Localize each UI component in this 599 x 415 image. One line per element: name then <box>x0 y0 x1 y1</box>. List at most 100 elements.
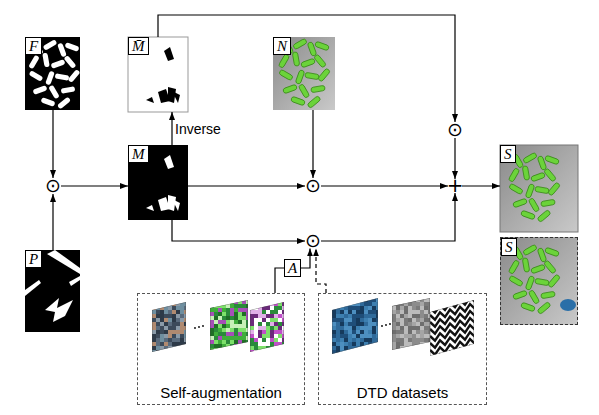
pill-shape <box>548 274 561 288</box>
pill-shape <box>33 85 48 95</box>
texture-cell <box>176 330 180 334</box>
texture-cell <box>262 338 266 342</box>
texture-cell <box>392 322 396 326</box>
texture-cell <box>226 312 230 316</box>
texture-cell <box>340 322 344 326</box>
texture-cell <box>336 302 340 306</box>
texture-cell <box>262 334 266 338</box>
texture-cell <box>336 342 340 346</box>
texture-cell <box>278 314 282 318</box>
texture-cell <box>234 316 238 320</box>
mask-fragments <box>146 47 180 103</box>
connector-arrow <box>316 248 326 293</box>
operator-symbol: ⊙ <box>305 176 321 195</box>
texture-cell <box>352 322 356 326</box>
texture-cell <box>172 314 176 318</box>
texture-cell <box>238 328 242 332</box>
texture-cell <box>344 302 348 306</box>
zigzag-stripe <box>430 323 480 341</box>
pill-shape <box>29 70 44 82</box>
texture-cell <box>420 342 424 346</box>
texture-cell <box>156 350 160 354</box>
texture-cell <box>214 332 218 336</box>
texture-cell <box>348 342 352 346</box>
texture-cell <box>230 316 234 320</box>
texture-cell <box>210 320 214 324</box>
texture-cell <box>230 336 234 340</box>
texture-cell <box>356 298 360 302</box>
texture-cell <box>222 312 226 316</box>
texture-cell <box>250 334 254 338</box>
pill-shape <box>508 168 520 183</box>
texture-cell <box>412 346 416 350</box>
texture-cell <box>408 346 412 350</box>
texture-cell <box>254 302 258 306</box>
pill-shape <box>509 183 524 195</box>
texture-cell <box>392 326 396 330</box>
connector-arrow <box>158 15 455 122</box>
texture-cell <box>156 314 160 318</box>
texture-cell <box>424 314 428 318</box>
texture-cell <box>164 314 168 318</box>
texture-cell <box>274 306 278 310</box>
pill-shape <box>41 97 56 107</box>
texture-cell <box>400 326 404 330</box>
texture-cell <box>152 302 156 306</box>
pill-shape <box>509 275 524 287</box>
texture-cell <box>222 316 226 320</box>
zigzag-stripe <box>430 288 480 306</box>
texture-cell <box>274 314 278 318</box>
texture-cell <box>254 310 258 314</box>
operator-symbol: ⊙ <box>305 231 321 250</box>
texture-cell <box>238 344 242 348</box>
panel-letter: F <box>25 37 42 55</box>
texture-cell <box>340 314 344 318</box>
texture-cell <box>238 304 242 308</box>
pill-shape <box>68 69 81 83</box>
texture-cell <box>340 326 344 330</box>
texture-cell <box>218 324 222 328</box>
texture-cell <box>234 300 238 304</box>
texture-cell <box>376 342 380 346</box>
image-panel: S <box>500 237 578 325</box>
texture-cell <box>156 330 160 334</box>
texture-cell <box>222 320 226 324</box>
texture-cell <box>274 338 278 342</box>
texture-cell <box>368 310 372 314</box>
texture-cell <box>356 334 360 338</box>
texture-cell <box>214 320 218 324</box>
texture-cell <box>340 302 344 306</box>
texture-cell <box>364 318 368 322</box>
texture-cell <box>404 334 408 338</box>
texture-cell <box>332 346 336 350</box>
texture-cell <box>396 330 400 334</box>
texture-cell <box>172 306 176 310</box>
texture-cell <box>160 330 164 334</box>
texture-cell <box>160 310 164 314</box>
texture-cell <box>404 338 408 342</box>
texture-cell <box>368 326 372 330</box>
texture-cell <box>238 316 242 320</box>
texture-cell <box>332 298 336 302</box>
texture-cell <box>210 340 214 344</box>
texture-cell <box>258 350 262 354</box>
texture-cell <box>356 306 360 310</box>
texture-cell <box>270 306 274 310</box>
texture-cell <box>214 328 218 332</box>
texture-cell <box>266 326 270 330</box>
ellipsis-dot <box>202 325 204 327</box>
texture-cell <box>332 314 336 318</box>
texture-cell <box>242 324 246 328</box>
texture-cell <box>222 332 226 336</box>
texture-cell <box>404 314 408 318</box>
texture-cell <box>332 318 336 322</box>
texture-cell <box>180 318 184 322</box>
texture-cell <box>180 330 184 334</box>
texture-cell <box>352 338 356 342</box>
texture-cell <box>214 344 218 348</box>
texture-cell <box>210 312 214 316</box>
texture-cell <box>156 306 160 310</box>
texture-cell <box>348 350 352 354</box>
texture-cell <box>160 342 164 346</box>
texture-cell <box>420 302 424 306</box>
